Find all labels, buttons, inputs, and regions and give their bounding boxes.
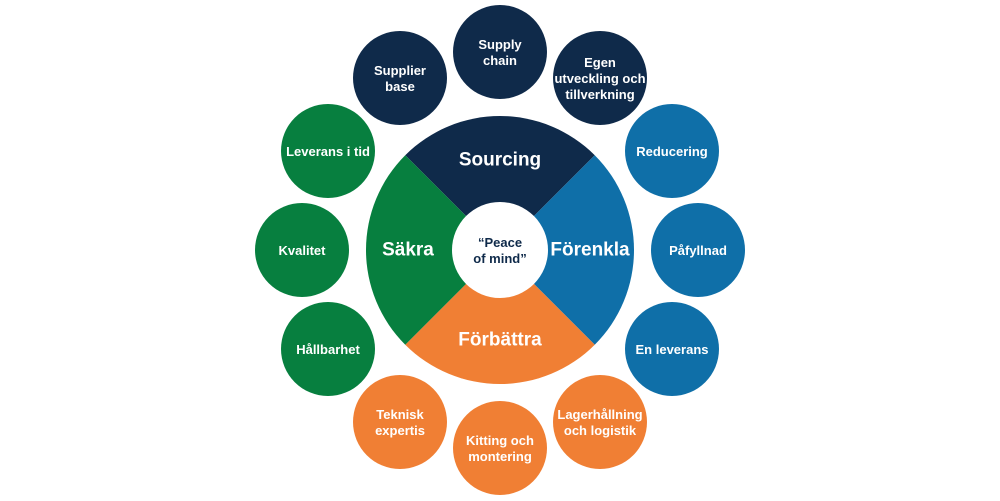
node-circle-supply-chain xyxy=(453,5,547,99)
node-label-reducering: Reducering xyxy=(636,144,708,159)
node-circle-egen-utveckling xyxy=(553,31,647,125)
center.lines-line: “Peace xyxy=(478,235,522,250)
nodes.8.lines-line: Hållbarhet xyxy=(296,342,360,357)
nodes.0.lines-line: Supply xyxy=(478,37,522,52)
nodes.7.lines-line: expertis xyxy=(375,423,425,438)
node-pafyllnad: Påfyllnad xyxy=(651,203,745,297)
node-circle-reducering xyxy=(625,104,719,198)
node-circle-pafyllnad xyxy=(651,203,745,297)
nodes.4.lines-line: En leverans xyxy=(636,342,709,357)
node-hallbarhet: Hållbarhet xyxy=(281,302,375,396)
segment-forenkla xyxy=(500,155,634,345)
nodes.6.lines-line: montering xyxy=(468,449,532,464)
center-circle xyxy=(452,202,548,298)
nodes.2.lines-line: Reducering xyxy=(636,144,708,159)
nodes.11.lines-line: base xyxy=(385,79,415,94)
nodes.1.lines-line: tillverkning xyxy=(565,87,634,102)
nodes.5.lines-line: och logistik xyxy=(564,423,637,438)
node-label-kvalitet: Kvalitet xyxy=(279,243,327,258)
nodes.0.lines-line: chain xyxy=(483,53,517,68)
node-label-en-leverans: En leverans xyxy=(636,342,709,357)
node-leverans-i-tid: Leverans i tid xyxy=(281,104,375,198)
nodes.6.lines-line: Kitting och xyxy=(466,433,534,448)
nodes.1.lines-line: utveckling och xyxy=(554,71,645,86)
node-circle-hallbarhet xyxy=(281,302,375,396)
nodes.7.lines-line: Teknisk xyxy=(376,407,424,422)
node-circle-kitting xyxy=(453,401,547,495)
nodes.10.lines-line: Leverans i tid xyxy=(286,144,370,159)
node-label-hallbarhet: Hållbarhet xyxy=(296,342,360,357)
nodes.5.lines-line: Lagerhållning xyxy=(557,407,642,422)
segment-label-forbattra: Förbättra xyxy=(458,330,542,351)
node-circle-teknisk-expertis xyxy=(353,375,447,469)
node-kvalitet: Kvalitet xyxy=(255,203,349,297)
node-circle-kvalitet xyxy=(255,203,349,297)
node-en-leverans: En leverans xyxy=(625,302,719,396)
node-reducering: Reducering xyxy=(625,104,719,198)
node-circle-supplier-base xyxy=(353,31,447,125)
node-circle-en-leverans xyxy=(625,302,719,396)
node-label-pafyllnad: Påfyllnad xyxy=(669,243,727,258)
node-circle-lagerhallning xyxy=(553,375,647,469)
nodes.11.lines-line: Supplier xyxy=(374,63,426,78)
segment-label-forenkla: Förenkla xyxy=(550,240,630,261)
nodes.1.lines-line: Egen xyxy=(584,55,616,70)
segment-label-sakra: Säkra xyxy=(382,240,434,261)
node-circle-leverans-i-tid xyxy=(281,104,375,198)
center.lines-line: of mind” xyxy=(473,251,526,266)
segment-label-sourcing: Sourcing xyxy=(459,150,541,171)
node-label-leverans-i-tid: Leverans i tid xyxy=(286,144,370,159)
nodes.9.lines-line: Kvalitet xyxy=(279,243,327,258)
segment-forbattra xyxy=(405,250,595,385)
wheel-segments xyxy=(365,116,634,385)
segment-sourcing xyxy=(405,116,595,250)
segment-sakra xyxy=(365,155,500,345)
nodes.3.lines-line: Påfyllnad xyxy=(669,243,727,258)
